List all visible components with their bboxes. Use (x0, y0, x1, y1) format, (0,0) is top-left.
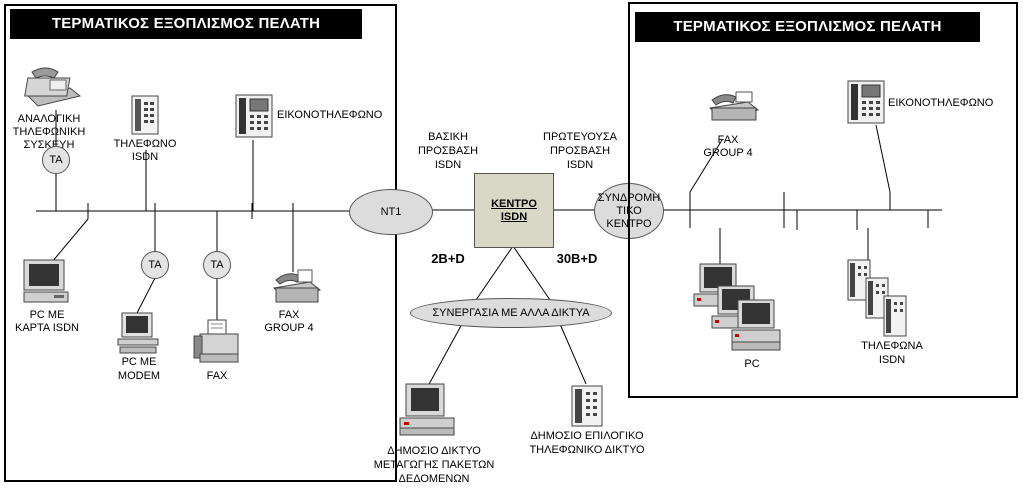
isdn-phones-icon (847, 259, 907, 337)
videophone-label-left: ΕΙΚΟΝΟΤΗΛΕΦΩΝΟ (277, 109, 383, 121)
right-customer-panel (628, 2, 1018, 398)
fax-group4-icon-right (708, 91, 760, 121)
packet-network-label-1: ΔΗΜΟΣΙΟ ΔΙΚΤΥΟ (387, 445, 481, 457)
fax-group4-left-label-1: FAX (278, 309, 300, 321)
packet-network-pc-icon (399, 383, 455, 436)
pstn-phone-icon (571, 385, 603, 427)
pc-isdn-label-1: PC ME (29, 309, 65, 321)
videophone-icon-right (847, 80, 885, 124)
pc-isdn-label-2: ΚΑΡΤΑ ISDN (15, 322, 79, 334)
fax-icon (193, 319, 239, 363)
isdn-center-label-1: ΚΕΝΤΡΟ (491, 197, 537, 210)
pc-modem-icon (117, 312, 159, 354)
isdn-phone-label-1: ΤΗΛΕΦΩΝΟ (113, 138, 177, 150)
pstn-label-1: ΔΗΜΟΣΙΟ ΕΠΙΛΟΓΙΚΟ (530, 430, 644, 442)
basic-rate-label: 2B+D (431, 251, 465, 266)
fax-group4-left-label-2: GROUP 4 (264, 322, 314, 334)
basic-access-label-1: ΒΑΣΙΚΗ (428, 131, 468, 143)
pc-stack-icon (693, 263, 781, 351)
pc-isdn-icon (23, 259, 69, 303)
analog-phone-label-1: ΑΝΑΛΟΓΙΚΗ (17, 113, 81, 125)
fax-group4-right-label-1: FAX (717, 134, 739, 146)
primary-access-label-2: ΠΡΟΣΒΑΣΗ (549, 145, 611, 157)
isdn-center-label-2: ISDN (500, 210, 528, 223)
primary-access-label-3: ISDN (566, 159, 594, 171)
isdn-phones-label-1: ΤΗΛΕΦΩΝΑ (861, 340, 923, 352)
left-customer-panel (4, 4, 397, 482)
ta-adapter-fax: ΤΑ (203, 251, 231, 279)
fax-group4-right-label-2: GROUP 4 (703, 147, 753, 159)
basic-access-label-2: ΠΡΟΣΒΑΣΗ (417, 145, 479, 157)
isdn-phones-label-2: ISDN (878, 354, 906, 366)
pc-modem-label-2: MODEM (117, 370, 161, 382)
fax-group4-icon-left (272, 269, 322, 303)
fax-label: FAX (206, 370, 228, 382)
videophone-label-right: ΕΙΚΟΝΟΤΗΛΕΦΩΝΟ (888, 97, 994, 109)
left-panel-title: ΤΕΡΜΑΤΙΚΟΣ ΕΞΟΠΛΙΣΜΟΣ ΠΕΛΑΤΗ (10, 9, 362, 39)
analog-phone-icon (24, 67, 82, 107)
primary-rate-label: 30B+D (556, 251, 598, 266)
ta-adapter-modem: ΤΑ (141, 251, 169, 279)
pstn-label-2: ΤΗΛΕΦΩΝΙΚΟ ΔΙΚΤΥΟ (529, 444, 645, 456)
pc-modem-label-1: PC ME (121, 356, 157, 368)
interworking-node: ΣΥΝΕΡΓΑΣΙΑ ΜΕ ΑΛΛΑ ΔΙΚΤΥΑ (410, 298, 612, 328)
isdn-phone-label-2: ISDN (131, 151, 159, 163)
packet-network-label-2: ΜΕΤΑΓΩΓΗΣ ΠΑΚΕΤΩΝ (373, 459, 495, 471)
ta-adapter-analog: ΤΑ (42, 146, 70, 174)
analog-phone-label-2: ΤΗΛΕΦΩΝΙΚΗ (12, 126, 86, 138)
pc-right-label: PC (744, 358, 760, 370)
right-panel-title: ΤΕΡΜΑΤΙΚΟΣ ΕΞΟΠΛΙΣΜΟΣ ΠΕΛΑΤΗ (635, 12, 980, 42)
isdn-phone-icon (131, 95, 159, 135)
basic-access-label-3: ISDN (434, 159, 462, 171)
videophone-icon (235, 94, 273, 138)
packet-network-label-3: ΔΕΔΟΜΕΝΩΝ (398, 473, 470, 485)
isdn-center: ΚΕΝΤΡΟ ISDN (474, 173, 554, 248)
primary-access-label-1: ΠΡΩΤΕΥΟΥΣΑ (543, 131, 617, 143)
nt1-node: NT1 (349, 189, 433, 235)
